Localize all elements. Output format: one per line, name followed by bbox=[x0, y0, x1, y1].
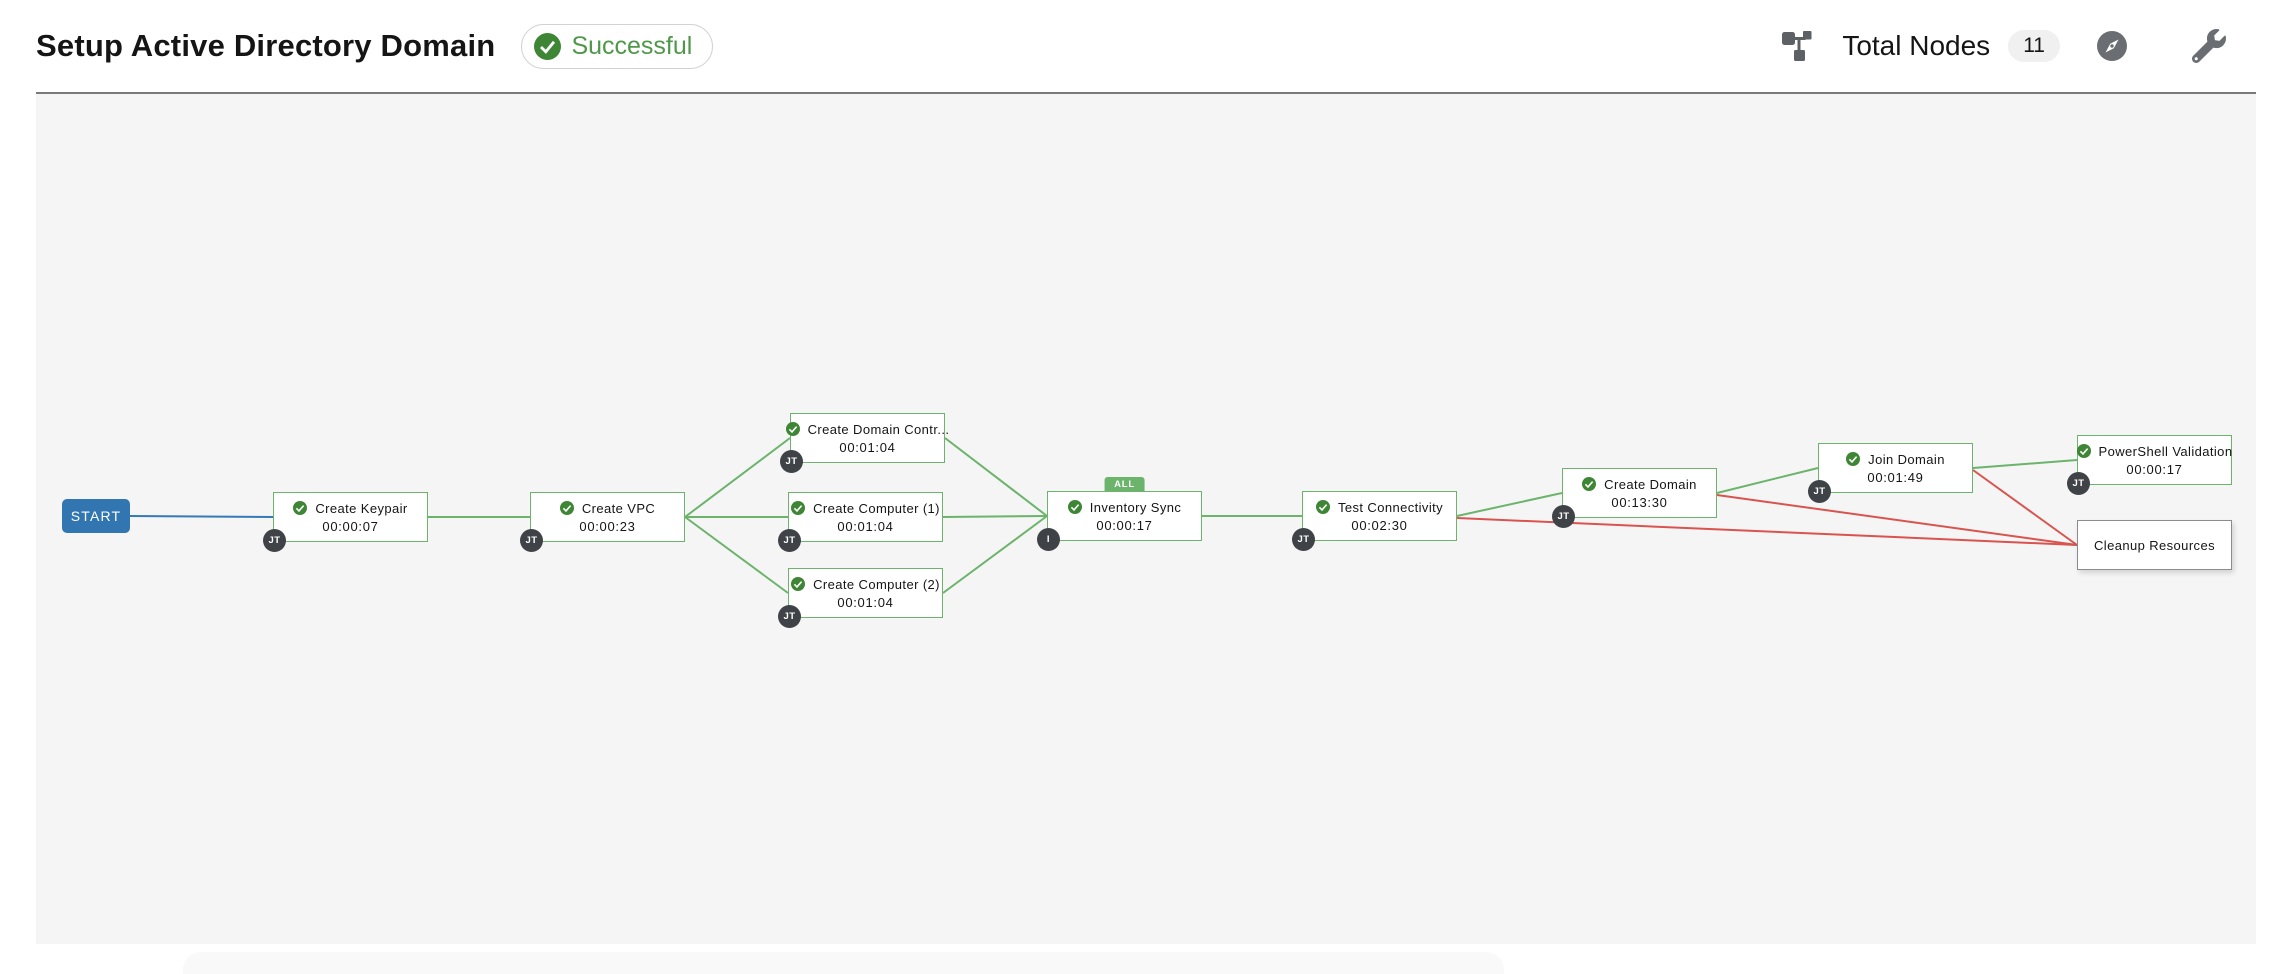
node-success-icon bbox=[791, 501, 806, 515]
node-label: Join Domain bbox=[1868, 451, 1945, 467]
status-badge: Successful bbox=[521, 23, 714, 69]
node-label: Create Keypair bbox=[315, 500, 408, 516]
status-badge-label: Successful bbox=[571, 31, 693, 60]
node-title-row: Test Connectivity bbox=[1315, 499, 1444, 515]
node-type-badge: JT bbox=[1292, 528, 1315, 551]
node-type-badge: JT bbox=[263, 529, 286, 552]
node-type-badge: I bbox=[1037, 528, 1060, 551]
node-label: Create Domain bbox=[1604, 476, 1697, 492]
node-success-icon bbox=[785, 422, 800, 436]
node-success-icon bbox=[1315, 500, 1330, 514]
node-elapsed: 00:02:30 bbox=[1351, 517, 1408, 533]
edge-success bbox=[942, 515, 1048, 594]
edge-success bbox=[1716, 467, 1819, 494]
header-right: Total Nodes 11 bbox=[1781, 29, 2226, 63]
start-node: START bbox=[62, 499, 130, 533]
node-success-icon bbox=[791, 577, 806, 591]
node-title-row: Inventory Sync bbox=[1067, 499, 1182, 515]
node-type-badge: JT bbox=[778, 529, 801, 552]
node-label: Create VPC bbox=[581, 500, 656, 516]
edge-success bbox=[684, 516, 789, 594]
node-type-badge: JT bbox=[778, 605, 801, 628]
node-elapsed: 00:00:23 bbox=[579, 518, 636, 534]
node-type-badge: JT bbox=[1552, 505, 1575, 528]
node-title-row: Join Domain bbox=[1846, 452, 1945, 467]
node-success-icon bbox=[2076, 444, 2091, 458]
node-elapsed: 00:00:07 bbox=[322, 518, 379, 534]
edge-success bbox=[1456, 492, 1563, 517]
edge-success bbox=[944, 437, 1048, 517]
node-elapsed: 00:01:04 bbox=[839, 439, 896, 455]
header-left: Setup Active Directory Domain Successful bbox=[36, 23, 714, 69]
node-title-row: Create Computer (2) bbox=[791, 577, 940, 592]
node-success-icon bbox=[293, 501, 308, 515]
node-elapsed: 00:00:17 bbox=[1096, 517, 1153, 533]
node-elapsed: 00:01:04 bbox=[837, 518, 894, 534]
compass-button[interactable] bbox=[2096, 30, 2128, 62]
node-title-row: Create Computer (1) bbox=[791, 501, 940, 516]
total-nodes-label: Total Nodes bbox=[1842, 30, 1991, 61]
compass-icon bbox=[2096, 30, 2128, 62]
node-elapsed: 00:00:17 bbox=[2126, 461, 2183, 477]
node-label: Test Connectivity bbox=[1337, 499, 1444, 515]
node-type-badge: JT bbox=[780, 450, 803, 473]
wrench-icon bbox=[2192, 29, 2226, 63]
node-label: Create Computer (2) bbox=[813, 576, 940, 592]
header-divider bbox=[36, 92, 2256, 94]
check-circle-icon bbox=[534, 32, 562, 60]
edge-failure bbox=[1716, 494, 2078, 546]
node-label: Create Domain Contr... bbox=[807, 421, 950, 437]
node-label: Cleanup Resources bbox=[2094, 537, 2215, 553]
node-type-badge: JT bbox=[1808, 480, 1831, 503]
workflow-hierarchy-icon bbox=[1781, 30, 1818, 62]
edge-success bbox=[942, 515, 1048, 518]
all-convergence-tag: ALL bbox=[1104, 477, 1145, 491]
edge-success bbox=[684, 437, 791, 518]
node-success-icon bbox=[1846, 452, 1861, 466]
edge-failure bbox=[1972, 469, 2078, 546]
edge-start bbox=[129, 515, 274, 518]
node-label: Inventory Sync bbox=[1089, 499, 1182, 515]
legend-peek bbox=[183, 952, 1504, 974]
node-title-row: Create Domain Contr... bbox=[785, 421, 950, 437]
total-nodes-count: 11 bbox=[2008, 30, 2060, 62]
tools-button[interactable] bbox=[2192, 29, 2226, 63]
node-title-row: PowerShell Validation bbox=[2076, 443, 2233, 459]
edges-layer bbox=[129, 437, 2078, 594]
workflow-node[interactable]: Cleanup Resources bbox=[2077, 520, 2232, 570]
node-title-row: Create Keypair bbox=[293, 501, 407, 516]
page-title: Setup Active Directory Domain bbox=[36, 28, 496, 63]
node-type-badge: JT bbox=[520, 529, 543, 552]
edge-success bbox=[1972, 459, 2078, 469]
header: Setup Active Directory Domain Successful… bbox=[0, 0, 2290, 92]
node-success-icon bbox=[1067, 500, 1082, 514]
node-success-icon bbox=[1582, 477, 1597, 491]
node-elapsed: 00:01:49 bbox=[1867, 469, 1924, 485]
node-elapsed: 00:13:30 bbox=[1611, 494, 1668, 510]
node-title-row: Create Domain bbox=[1582, 477, 1697, 492]
node-type-badge: JT bbox=[2067, 472, 2090, 495]
node-title-row: Create VPC bbox=[559, 500, 656, 516]
node-elapsed: 00:01:04 bbox=[837, 594, 894, 610]
node-label: PowerShell Validation bbox=[2098, 443, 2233, 459]
node-label: Create Computer (1) bbox=[813, 500, 940, 516]
node-success-icon bbox=[559, 501, 574, 515]
